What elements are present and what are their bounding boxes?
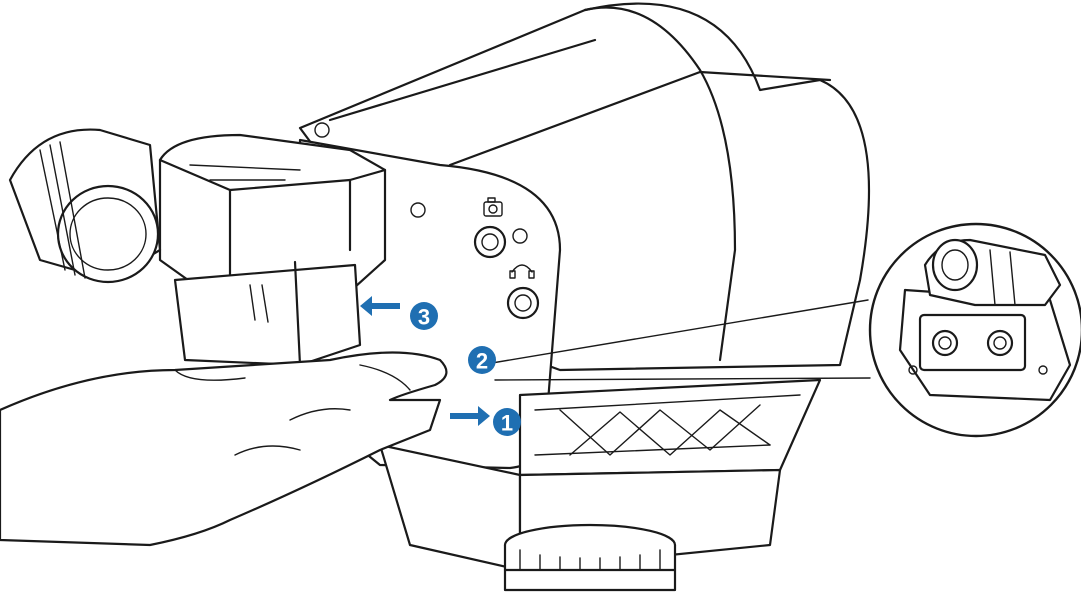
capsule-head bbox=[8, 128, 387, 367]
step-1-marker: 1 bbox=[450, 406, 521, 436]
step-1-label: 1 bbox=[501, 411, 513, 436]
arrow-left-icon bbox=[360, 296, 400, 316]
step-3-label: 3 bbox=[418, 305, 430, 330]
magnified-callout bbox=[479, 222, 1081, 438]
hand bbox=[0, 351, 448, 547]
arrow-right-icon bbox=[450, 406, 490, 426]
headphones-icon bbox=[509, 264, 535, 279]
camera-icon bbox=[483, 197, 503, 217]
mic-capsule-right bbox=[173, 260, 362, 367]
step-3-marker: 3 bbox=[360, 296, 438, 330]
step-2-label: 2 bbox=[476, 349, 488, 374]
shoe-mount bbox=[503, 523, 677, 592]
mic-capsule-left bbox=[8, 128, 162, 284]
step-2-marker: 2 bbox=[468, 346, 496, 374]
